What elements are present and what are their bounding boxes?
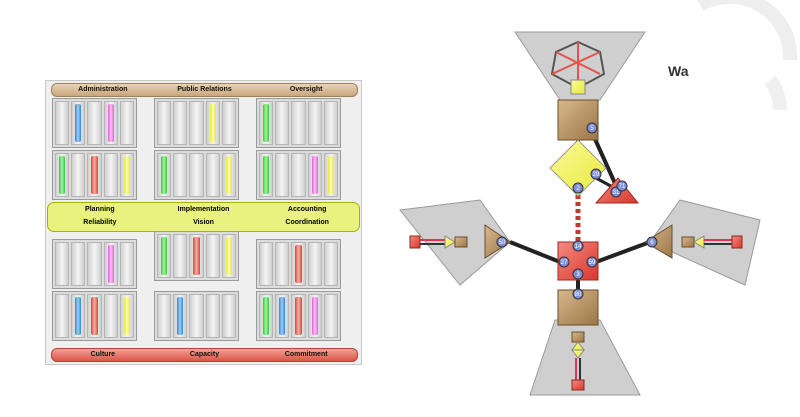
label-reliability: Reliability [83,219,117,226]
label-coordination: Coordination [285,219,329,226]
responsibility-matrix-panel: Administration Public Relations Oversigh… [45,80,362,365]
node-number-badge [496,236,508,248]
node-number: 27 [561,260,568,266]
grid-cell [52,150,137,200]
link [509,240,561,264]
top-category-bar: Administration Public Relations Oversigh… [51,83,358,97]
node-number-badge [586,256,598,268]
grid-cell [52,98,137,148]
grid-cell [154,98,239,148]
grid-cell [256,239,341,289]
label-oversight: Oversight [289,86,323,93]
grid-cell [256,98,341,148]
grid-cell [154,291,239,341]
top-square-node [557,99,599,141]
top-sub-node [570,79,586,95]
label-accounting: Accounting [287,206,327,213]
diamond-node [549,139,607,197]
label-administration: Administration [78,86,128,93]
node-number-badge [586,122,598,134]
node-number: 2 [576,186,580,192]
node-number-badge [572,182,584,194]
left-subnetwork [409,235,468,249]
node-number: 80 [575,292,582,298]
label-culture: Culture [90,351,116,358]
link [595,240,651,264]
grid-cell [154,231,239,281]
label-vision: Vision [193,219,214,226]
node-number-badge [616,180,628,192]
node-number-badge [572,268,584,280]
top-cone [514,31,646,101]
bottom-subnetwork [571,331,585,391]
middle-labels-row-2: Reliability Vision Coordination [48,217,359,229]
label-capacity: Capacity [189,351,220,358]
node-number: 50 [499,240,506,246]
right-triangle-node [644,224,673,259]
bottom-cone [529,319,641,396]
right-subnetwork [681,235,743,249]
label-planning: Planning [85,206,115,213]
node-number: 5 [590,126,594,132]
grid-cell [154,150,239,200]
label-commitment: Commitment [284,351,328,358]
node-number: 3 [576,272,580,278]
grid-cell [52,291,137,341]
node-number-badge [646,236,658,248]
bottom-category-bar: Culture Capacity Commitment [51,348,358,362]
diagram-title: Wa [668,63,689,79]
right-cone [649,199,761,286]
node-number-badge [572,288,584,300]
grid-cell [256,291,341,341]
middle-labels-row-1: Planning Implementation Accounting [48,204,359,216]
node-number-badge [590,168,602,180]
grid-cell [52,239,137,289]
node-number: 29 [593,172,600,178]
label-implementation: Implementation [177,206,230,213]
node-number: 31 [613,190,620,196]
node-number: 6 [650,240,654,246]
node-number: 14 [575,244,582,250]
node-number: 59 [589,260,596,266]
node-number: 71 [619,184,626,190]
middle-category-band: Planning Implementation Accounting Relia… [47,202,360,232]
node-number-badge [558,256,570,268]
label-public-relations: Public Relations [177,86,232,93]
node-number-badge [572,240,584,252]
decorative-arc [697,0,798,61]
decorative-arc [764,75,787,111]
grid-cell [256,150,341,200]
